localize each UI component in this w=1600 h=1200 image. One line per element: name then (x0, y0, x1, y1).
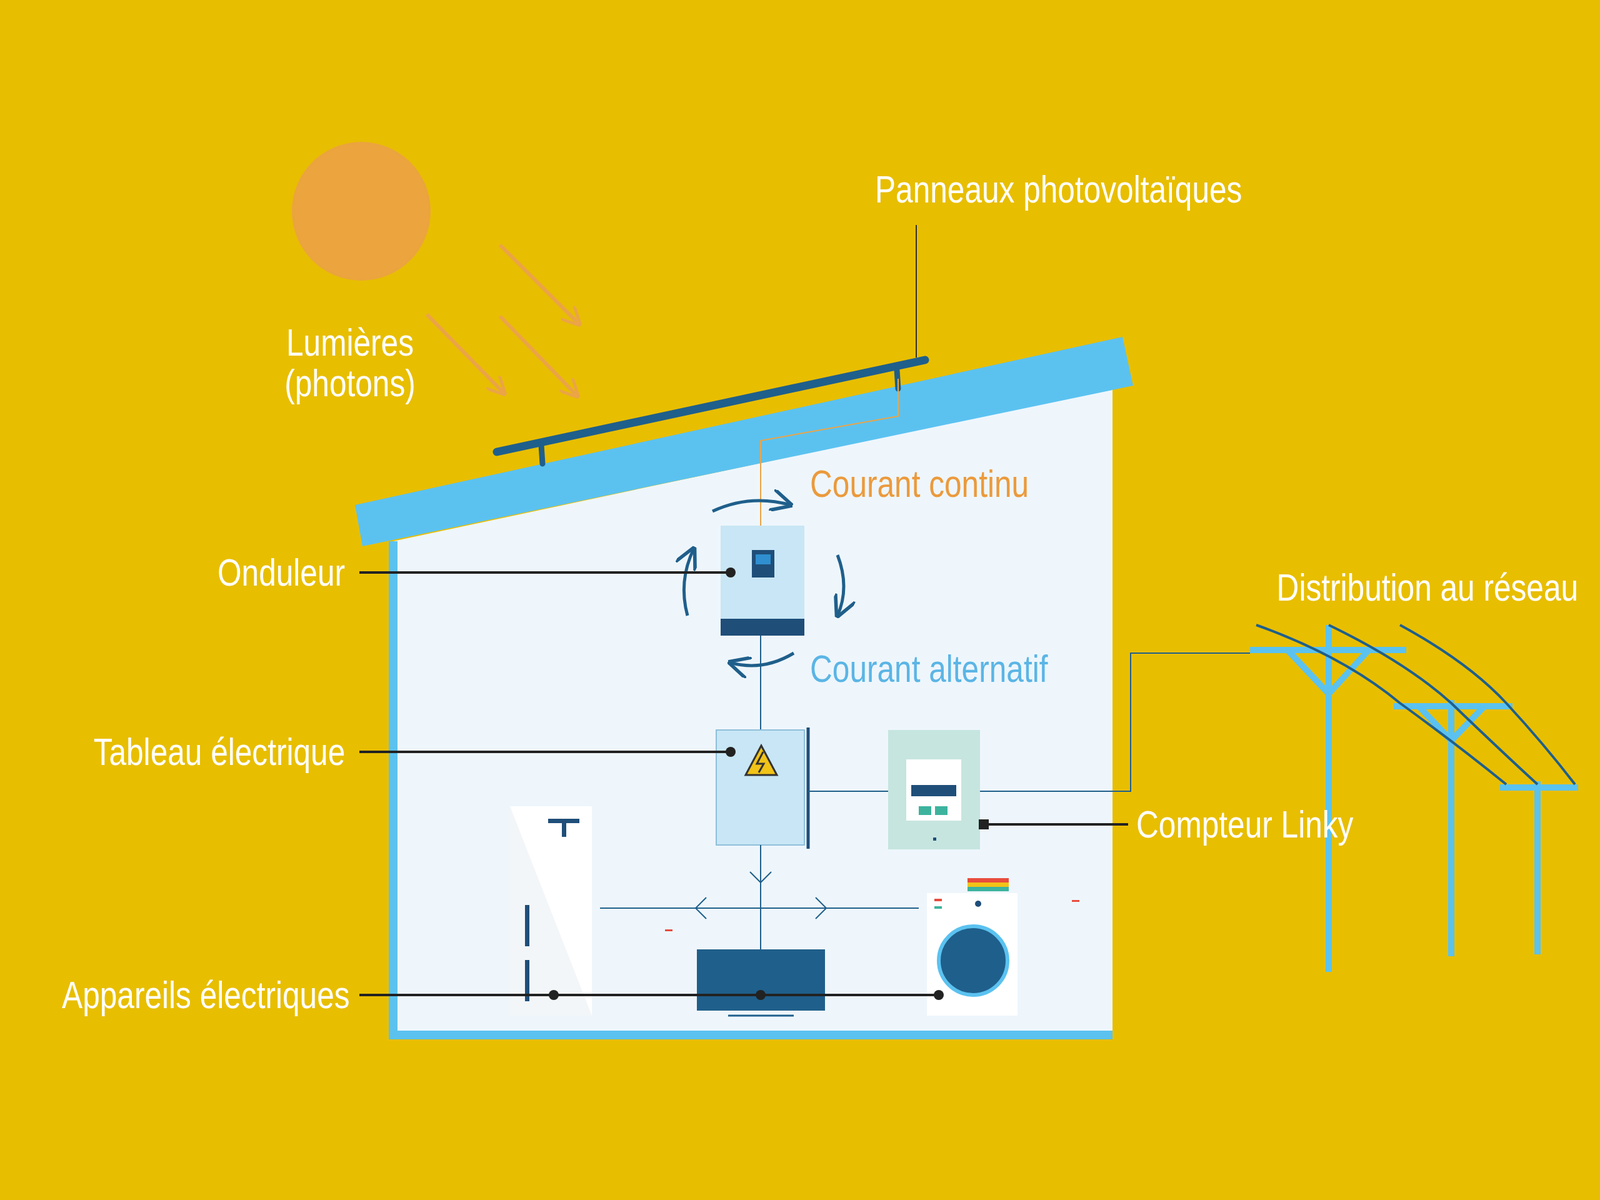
label-text: Appareils électriques (62, 974, 350, 1015)
power-pylons (1250, 625, 1579, 972)
leader-lines (359, 572, 1129, 995)
label-text: Courant continu (810, 463, 1029, 504)
roof (355, 336, 1134, 547)
wire (760, 845, 762, 950)
label-text: Panneaux photovoltaïques (875, 168, 1242, 210)
leader-line (915, 225, 917, 358)
linky-meter (888, 730, 980, 850)
wire (808, 790, 889, 792)
light-rays (426, 245, 580, 397)
arrow-head (750, 871, 772, 883)
power-lines (1256, 625, 1575, 785)
washing-machine (926, 878, 1018, 1016)
sun (291, 141, 431, 281)
arrow-head (695, 897, 827, 919)
leader-dots (548, 567, 989, 1000)
label-text: Lumières (photons) (284, 321, 416, 404)
conversion-arrows (683, 500, 844, 666)
fridge (510, 806, 592, 1016)
label-text: Distribution au réseau (1276, 566, 1579, 608)
electrical-panel (716, 727, 809, 849)
label-text: Onduleur (217, 551, 345, 593)
television (696, 949, 825, 1016)
label-text: Compteur Linky (1136, 803, 1354, 845)
label-text: Courant alternatif (810, 648, 1048, 689)
ac-wire (760, 635, 762, 730)
inverter (720, 525, 805, 636)
wire (600, 907, 919, 909)
label-text: Tableau électrique (93, 731, 345, 772)
small-marks (665, 900, 1080, 932)
solar-panel (496, 360, 925, 464)
